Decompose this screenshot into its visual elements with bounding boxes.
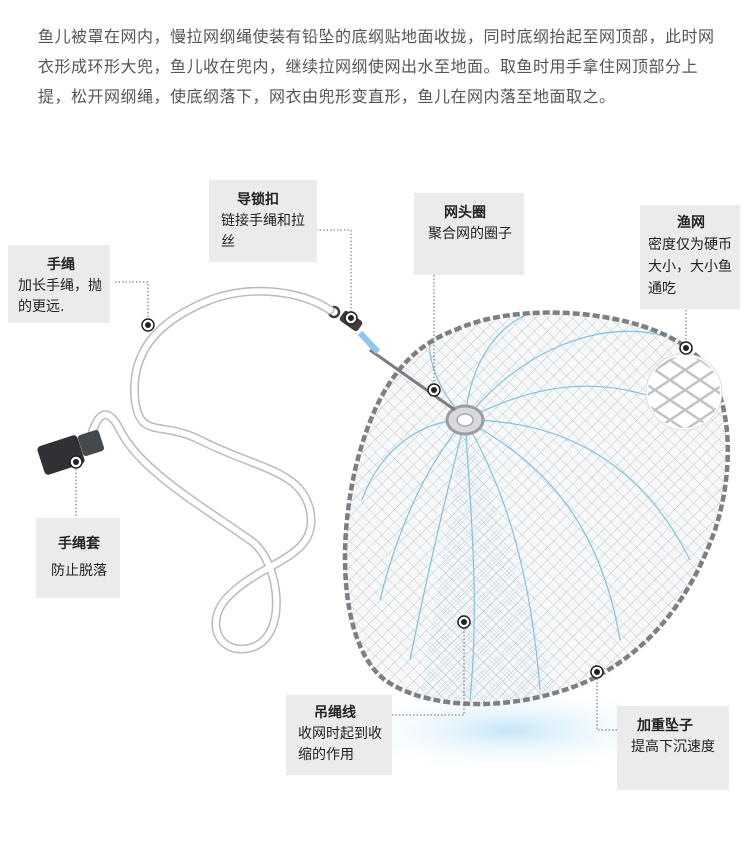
label-swivel-desc: 链接手绳和拉丝 (221, 213, 305, 250)
head-ring-shape (445, 404, 485, 436)
label-lift-line-title: 吊绳线 (314, 705, 356, 721)
label-net-desc: 密度仅为硬币大小，大小鱼通吃 (648, 237, 732, 297)
marker-hand-rope (141, 318, 155, 332)
label-net: 渔网 密度仅为硬币大小，大小鱼通吃 (640, 205, 740, 309)
label-swivel-title: 导锁扣 (237, 192, 279, 208)
water-glow (330, 685, 690, 775)
label-hand-rope-title: 手绳 (47, 257, 75, 273)
marker-net (679, 341, 693, 355)
label-lift-line: 吊绳线 收网时起到收缩的作用 (286, 695, 392, 775)
label-hand-rope: 手绳 加长手绳，抛的更远. (8, 245, 110, 323)
label-weight-title: 加重坠子 (637, 718, 693, 734)
label-rope-cover-title: 手绳套 (58, 536, 100, 552)
markers (69, 311, 693, 679)
intro-text: 鱼儿被罩在网内，慢拉网纲绳使装有铅坠的底纲贴地面收拢，同时底纲抬起至网顶部，此时… (38, 27, 715, 106)
label-weight-desc: 提高下沉速度 (631, 739, 715, 755)
label-rope-cover-desc: 防止脱落 (51, 563, 107, 579)
label-head-ring-title: 网头圈 (444, 205, 486, 221)
marker-rope-cover (69, 455, 83, 469)
label-rope-cover: 手绳套 防止脱落 (36, 518, 120, 598)
label-head-ring: 网头圈 聚合网的圈子 (414, 193, 524, 275)
hand-rope (85, 286, 335, 654)
marker-head-ring (427, 383, 441, 397)
label-head-ring-desc: 聚合网的圈子 (428, 226, 512, 242)
label-hand-rope-desc: 加长手绳，抛的更远. (18, 278, 102, 315)
label-net-title: 渔网 (677, 215, 705, 231)
rope-cover-shape (37, 429, 105, 475)
net-inset (645, 353, 723, 431)
marker-weight (590, 665, 604, 679)
label-lift-line-desc: 收网时起到收缩的作用 (298, 726, 382, 763)
label-weight: 加重坠子 提高下沉速度 (617, 706, 729, 790)
marker-lift-line (457, 615, 471, 629)
label-swivel: 导锁扣 链接手绳和拉丝 (209, 180, 317, 262)
pull-wire (369, 348, 456, 412)
marker-swivel (344, 311, 358, 325)
